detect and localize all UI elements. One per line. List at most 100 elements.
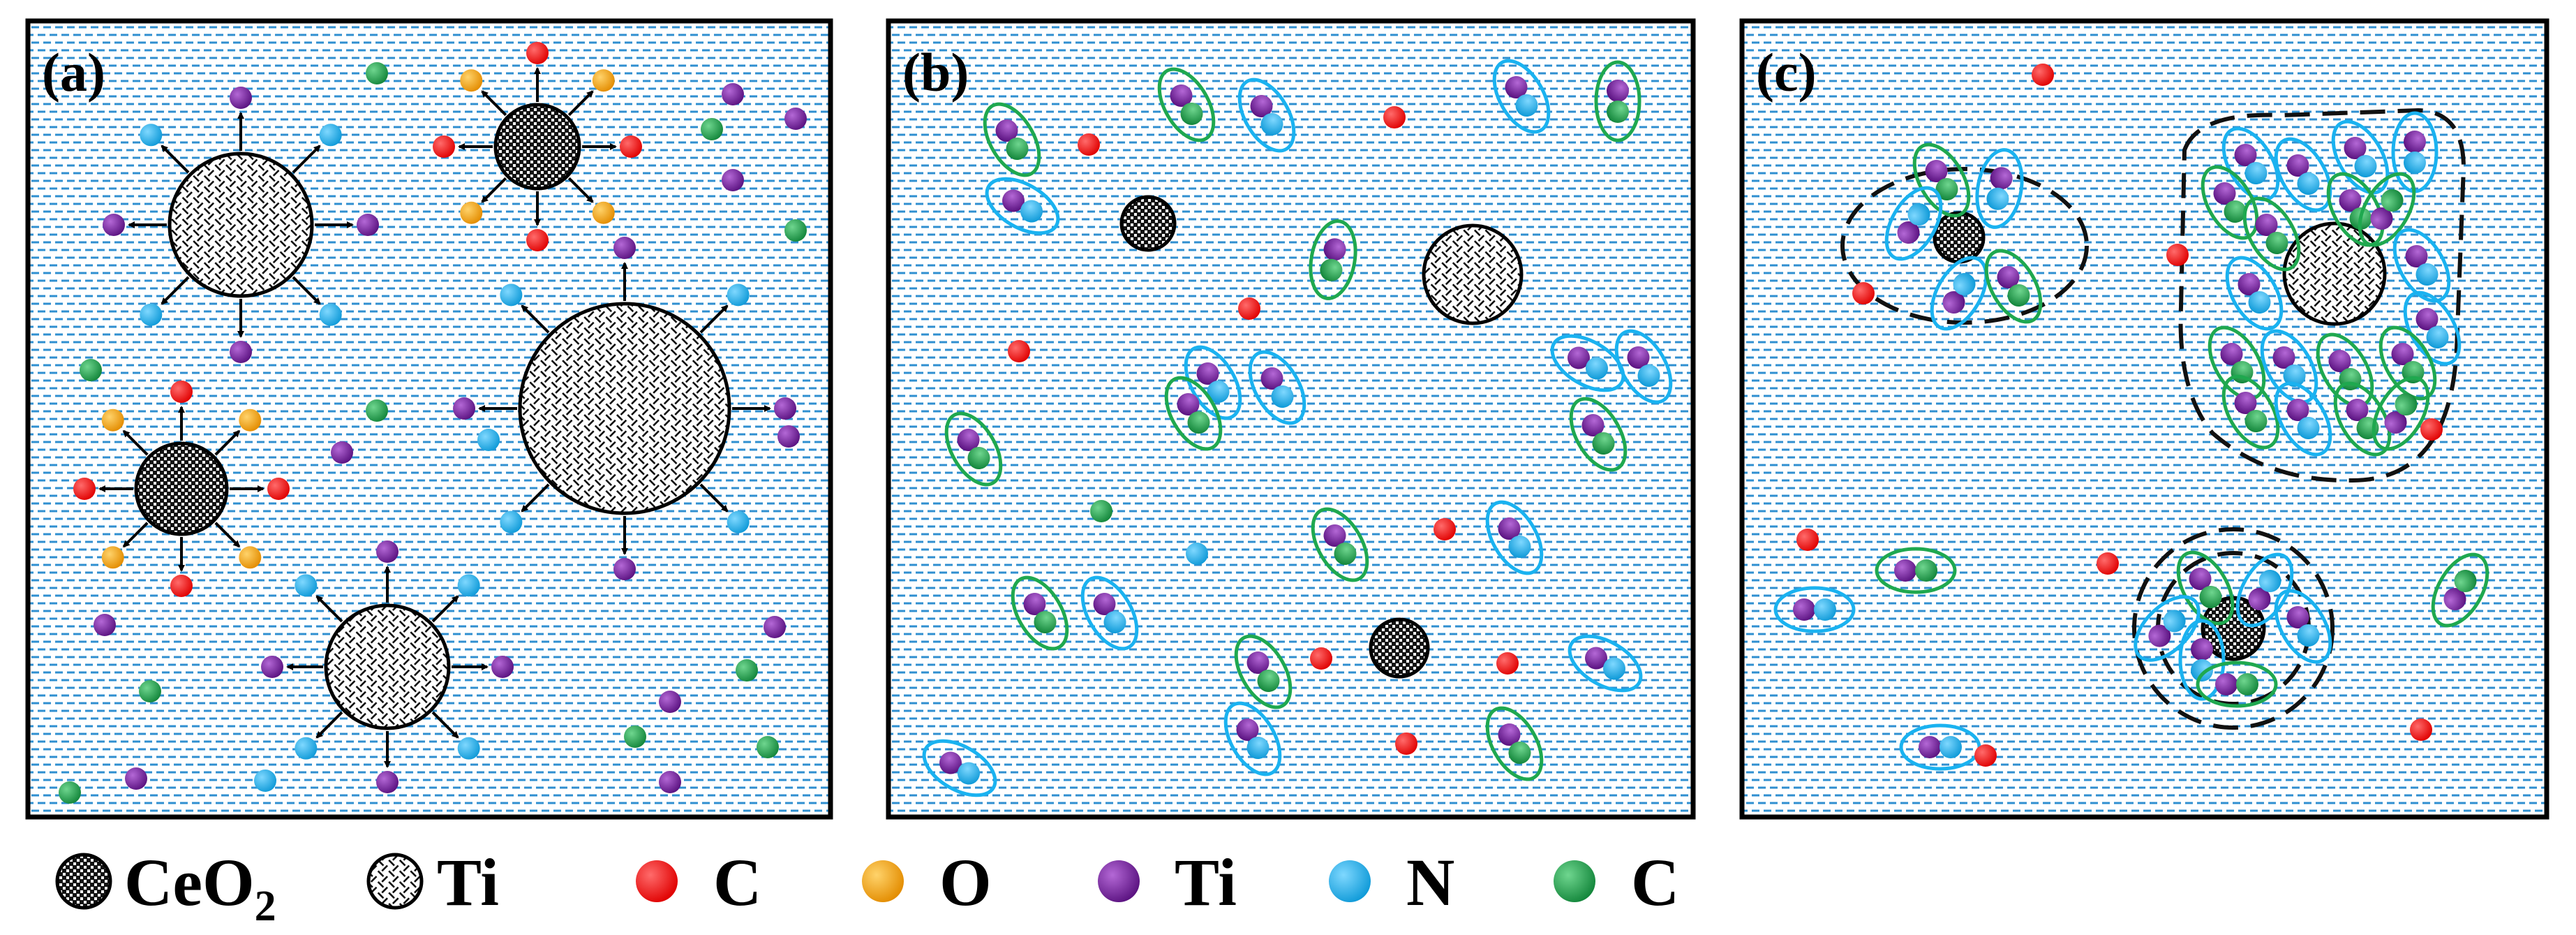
titanium-atom [1894,559,1916,582]
green-carbon-atom [2236,673,2258,695]
pair-ring [2431,552,2489,628]
tin-pair [2392,228,2451,303]
expulsion-arrow [481,177,507,203]
pair-ring [1248,350,1306,425]
tin-pair [1550,334,1625,392]
tic-pair [1011,575,1069,651]
tin-pair [1614,329,1673,404]
red-carbon-atom [1310,647,1332,670]
titanium-atom [1990,167,2013,190]
green-carbon-atom [1180,102,1203,125]
titanium-atom [1942,290,1965,314]
titanium-atom [1196,362,1219,385]
ceo2-particle [493,103,581,191]
tic-pair [1485,706,1544,781]
green-carbon-atom [1607,101,1629,123]
pair-ring [2333,381,2392,457]
green-carbon-atom [139,680,161,702]
tic-pair [1309,219,1357,300]
tin-pair [1884,186,1943,261]
pair-ring [2331,119,2390,195]
titanium-atom [2220,343,2243,366]
nitrogen-atom [1186,543,1208,565]
titanium-atom [2404,131,2426,153]
titanium-atom [1607,80,1629,102]
oxygen-atom [239,546,262,569]
pair-ring [2274,381,2332,457]
green-carbon-atom [59,781,81,804]
legend-n: N [1329,845,1454,920]
titanium-atom [1260,367,1283,390]
oxygen-atom [460,201,483,224]
pair-ring [1912,142,1971,218]
titanium-atom [995,119,1018,142]
titanium-atom [125,767,147,790]
expulsion-arrow [214,429,241,456]
pair-ring [2274,589,2332,664]
nitrogen-atom [727,284,750,307]
pair-ring [2225,256,2284,331]
red-carbon-atom [73,478,96,500]
green-carbon-atom [1034,610,1057,633]
nitrogen-atom [1637,364,1660,387]
titanium-atom [2391,343,2414,366]
nitrogen-atom [319,303,342,326]
panel-c-label: (c) [1756,42,1817,103]
pair-ring [944,411,1003,487]
nitrogen-atom [457,737,480,760]
legend-c-red-label: C [713,845,761,920]
green-carbon-atom [2381,189,2404,212]
tin-pair [2403,290,2462,366]
pair-ring [2178,619,2226,701]
pair-ring [2196,661,2278,708]
pair-ring [2260,329,2318,404]
titanium-atom [957,429,980,452]
oxygen-atom [592,201,615,224]
titanium-atom [230,341,252,363]
pair-ring [1223,701,1282,776]
tin-pair [2260,329,2318,404]
nitrogen-atom [500,510,523,533]
panel-c: (c) [1739,18,2549,820]
expulsion-arrow [315,711,343,739]
nitrogen-atom [500,284,523,307]
tic-pair [2333,381,2392,457]
titanium-atom [94,614,116,636]
pair-ring [1594,60,1641,142]
titanium-atom [1997,266,2020,289]
pair-ring [922,739,997,797]
titanium-atom [1568,346,1591,369]
titanium-atom [774,397,796,420]
pair-ring [2358,172,2416,247]
tin-pair [2134,595,2201,662]
green-carbon-atom [624,726,646,748]
titanium-atom [2415,308,2439,331]
nitrogen-atom [1953,273,1976,296]
titanium-atom [1505,76,1528,99]
pair-ring [2221,374,2280,450]
red-carbon-atom [1974,744,1997,767]
tin-pair [2225,256,2284,331]
pair-ring [2221,126,2280,202]
nitrogen-atom [2258,570,2281,593]
tin-pair [2178,619,2226,701]
titanium-atom [2255,214,2278,237]
titanium-atom [2443,587,2466,610]
adsorption-shell [2132,527,2335,730]
expulsion-arrow [161,145,190,174]
pair-ring [1884,186,1943,261]
nitrogen-atom [140,124,163,147]
titanium-atom [1498,517,1521,540]
pair-ring [2242,196,2301,272]
titanium-atom [939,751,962,774]
red-carbon-atom [1395,732,1417,755]
tin-pair [1899,723,1981,771]
titanium-atom [784,108,807,130]
green-carbon-atom [2199,585,2222,608]
expulsion-arrow [521,483,550,513]
green-carbon-atom [2007,284,2030,307]
titanium-atom [1323,524,1346,547]
titanium-atom [722,83,744,105]
titanium-atom [1023,593,1046,616]
pair-ring [2208,325,2266,401]
